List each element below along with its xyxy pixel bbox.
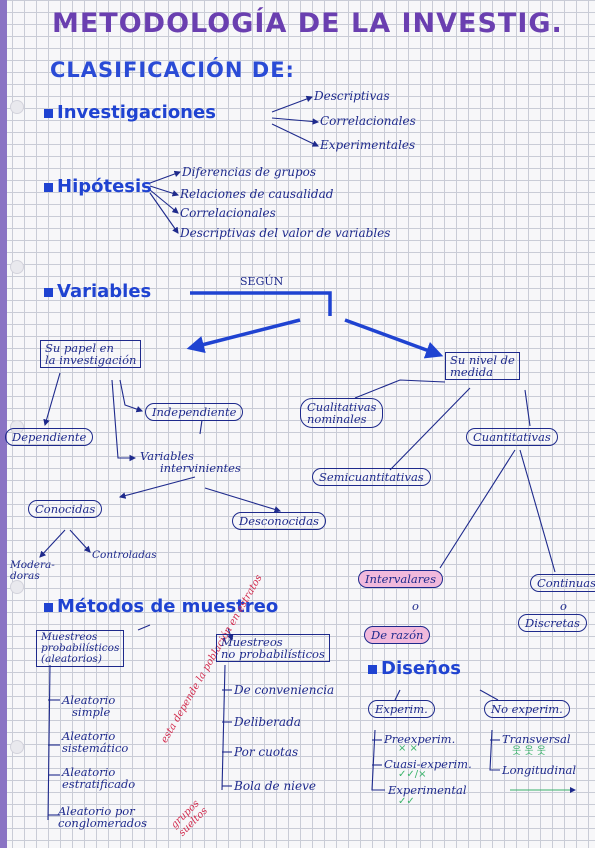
muestreo-prob-item: Aleatorio simple: [62, 694, 115, 718]
cualitativas-line: nominales: [307, 412, 367, 427]
investigaciones-label: Investigaciones: [57, 102, 216, 123]
diseno-exp-item: Preexperim.: [384, 732, 456, 746]
check-marks: × ×: [398, 743, 418, 754]
variables-label: Variables: [57, 281, 152, 302]
muestreo-noprob-item: Deliberada: [234, 715, 301, 729]
muestreo-noprob-item: Bola de nieve: [234, 779, 316, 793]
probabilisticos-line: probabilísticos: [41, 642, 120, 655]
probabilisticos-line: Muestreos: [41, 631, 98, 643]
papel-box: Su papel en la investigación: [40, 340, 142, 369]
independiente-bubble: Independiente: [145, 403, 244, 422]
intervinientes-line: Variables: [140, 449, 194, 463]
hipotesis-label: Hipótesis: [57, 176, 152, 197]
section-subtitle: CLASIFICACIÓN DE:: [50, 58, 295, 82]
cualitativas-line: Cualitativas: [307, 400, 377, 414]
muestreo-prob-item-line: estratificado: [62, 777, 136, 792]
check-marks: ✓✓: [398, 796, 415, 807]
muestreo-noprob-item: De conveniencia: [234, 683, 335, 697]
investigacion-item: Descriptivas: [314, 89, 390, 103]
experim-bubble: Experim.: [368, 700, 435, 719]
hipotesis-heading: Hipótesis: [44, 178, 152, 196]
controladas-label: Controladas: [92, 549, 157, 561]
cuantitativas-bubble: Cuantitativas: [466, 428, 558, 447]
bullet-icon: [368, 664, 377, 674]
muestreo-prob-item-line: conglomerados: [58, 816, 147, 831]
discretas-bubble: Discretas: [518, 614, 587, 633]
binder-hole: [10, 740, 24, 754]
desconocidas-bubble: Desconocidas: [232, 512, 326, 531]
cualitativas-bubble: Cualitativas nominales: [300, 398, 384, 429]
intervinientes-line: intervinientes: [160, 461, 241, 476]
intervinientes-label: Variables intervinientes: [140, 450, 241, 474]
disenos-heading: Diseños: [368, 660, 461, 678]
nivel-line: medida: [450, 365, 493, 380]
papel-line: Su papel en: [45, 341, 114, 355]
muestreo-prob-item-line: sistemático: [62, 741, 129, 756]
intervalares-bubble: Intervalares: [358, 570, 443, 589]
muestreo-prob-item-line: Aleatorio por: [58, 804, 135, 818]
continuas-bubble: Continuas: [530, 574, 595, 593]
binder-hole: [10, 580, 24, 594]
no-probabilisticos-box: Muestreos no probabilísticos: [216, 634, 330, 663]
moderadoras-label: Modera- doras: [10, 559, 55, 583]
variables-heading: Variables: [44, 283, 151, 301]
bullet-icon: [44, 108, 53, 118]
semicuantitativas-bubble: Semicuantitativas: [312, 468, 431, 487]
or-label: o: [412, 599, 419, 613]
hipotesis-item: Diferencias de grupos: [182, 165, 317, 179]
stick-figures: 웃 웃 웃: [512, 746, 546, 757]
segun-label: SEGÚN: [240, 275, 284, 288]
razon-bubble: De razón: [364, 626, 431, 645]
diseno-noexp-item: Transversal: [502, 732, 571, 746]
bullet-icon: [44, 602, 53, 612]
hipotesis-item: Correlacionales: [180, 206, 276, 220]
muestreo-prob-item: Aleatorio por conglomerados: [58, 805, 147, 829]
investigacion-item: Experimentales: [320, 138, 416, 152]
no-probabilisticos-line: Muestreos: [221, 635, 283, 649]
probabilisticos-line: (aleatorios): [41, 653, 102, 666]
nivel-line: Su nivel de: [450, 353, 515, 367]
diseno-exp-item: Experimental: [388, 783, 467, 797]
muestreo-prob-item-line: Aleatorio: [62, 729, 116, 743]
hipotesis-item: Descriptivas del valor de variables: [180, 226, 391, 240]
no-experim-bubble: No experim.: [484, 700, 570, 719]
page-title: METODOLOGÍA DE LA INVESTIG.: [52, 8, 563, 39]
dependiente-bubble: Dependiente: [5, 428, 94, 447]
binder-hole: [10, 100, 24, 114]
investigaciones-heading: Investigaciones: [44, 104, 216, 122]
probabilisticos-box: Muestreos probabilísticos (aleatorios): [36, 630, 125, 668]
moderadoras-line: Modera-: [10, 559, 55, 571]
notebook-margin-strip: [0, 0, 7, 848]
disenos-label: Diseños: [381, 658, 461, 679]
bullet-icon: [44, 287, 53, 297]
bullet-icon: [44, 182, 53, 192]
muestreo-noprob-item: Por cuotas: [234, 745, 299, 759]
muestreo-prob-item: Aleatorio sistemático: [62, 730, 128, 754]
muestreo-prob-item: Aleatorio estratificado: [62, 766, 135, 790]
no-probabilisticos-line: no probabilísticos: [221, 647, 325, 662]
diseno-exp-item: Cuasi-experim.: [384, 757, 472, 771]
or-label: o: [560, 599, 567, 613]
hipotesis-item: Relaciones de causalidad: [180, 187, 334, 201]
muestreo-label: Métodos de muestreo: [57, 596, 279, 617]
conocidas-bubble: Conocidas: [28, 500, 103, 519]
moderadoras-line: doras: [10, 570, 40, 583]
muestreo-prob-item-line: Aleatorio: [62, 693, 116, 707]
muestreo-prob-item-line: Aleatorio: [62, 765, 116, 779]
muestreo-prob-item-line: simple: [72, 705, 111, 720]
diseno-noexp-item: Longitudinal: [502, 763, 577, 777]
nivel-box: Su nivel de medida: [445, 352, 520, 381]
muestreo-heading: Métodos de muestreo: [44, 598, 278, 616]
papel-line: la investigación: [45, 353, 137, 368]
check-marks: ✓✓/×: [398, 769, 427, 780]
binder-hole: [10, 260, 24, 274]
investigacion-item: Correlacionales: [320, 114, 416, 128]
